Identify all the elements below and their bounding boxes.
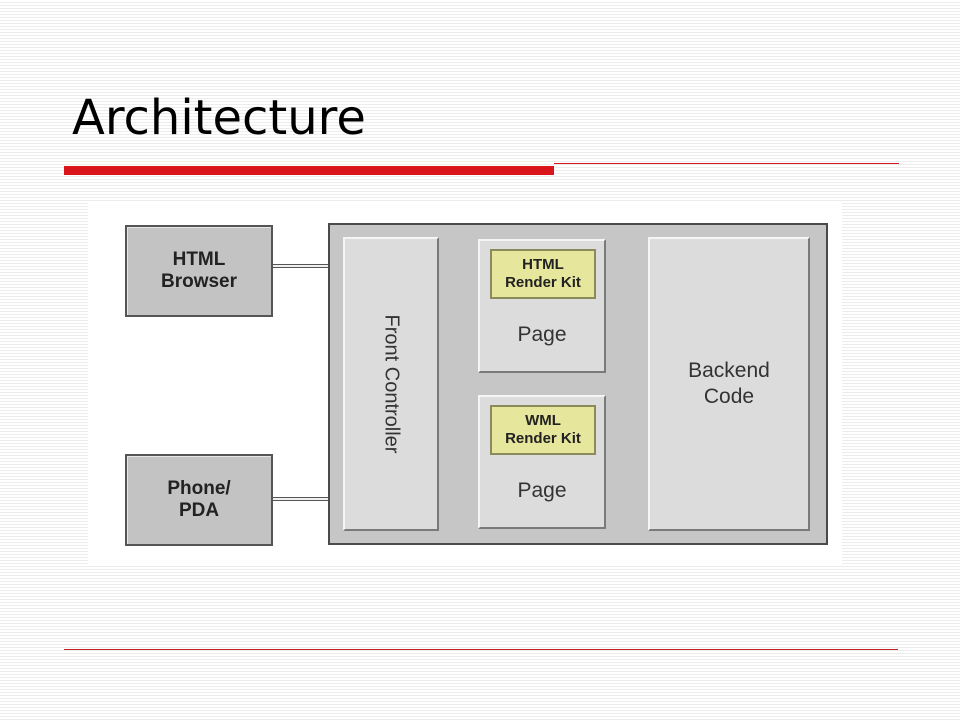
front-controller-label: Front Controller: [380, 314, 403, 454]
phone-pda-box: Phone/ PDA: [125, 454, 273, 546]
slide-title: Architecture: [72, 90, 366, 146]
front-controller-box: Front Controller: [343, 237, 439, 531]
html-browser-connector: [273, 264, 329, 268]
title-accent-bar: [64, 166, 554, 175]
html-browser-box: HTML Browser: [125, 225, 273, 317]
html-browser-label: HTML Browser: [160, 249, 238, 292]
phone-pda-connector: [273, 497, 329, 501]
backend-code-label: Backend Code: [688, 358, 770, 408]
footer-divider-line: [64, 649, 898, 650]
html-render-kit: HTML Render Kit: [490, 249, 596, 299]
wml-page-label: Page: [517, 479, 567, 502]
html-page-label: Page: [517, 323, 567, 346]
server-container: Front Controller HTML Render Kit Page WM…: [328, 223, 828, 545]
wml-page-box: WML Render Kit Page: [478, 395, 606, 529]
backend-code-box: Backend Code: [648, 237, 810, 531]
html-page-box: HTML Render Kit Page: [478, 239, 606, 373]
phone-pda-label: Phone/ PDA: [167, 478, 231, 521]
title-divider-line: [554, 163, 899, 164]
architecture-diagram: HTML Browser Phone/ PDA Front Controller…: [88, 203, 842, 565]
wml-render-kit: WML Render Kit: [490, 405, 596, 455]
